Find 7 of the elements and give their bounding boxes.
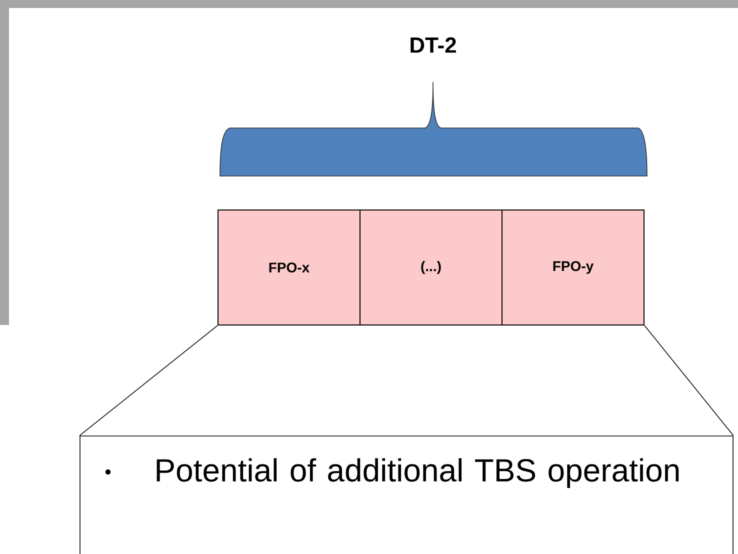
- segment-box: FPO-y: [502, 210, 644, 326]
- brace-label: DT-2: [410, 37, 456, 53]
- text-box: Potential of additional TBS operation: [80, 436, 734, 554]
- zoom-line: [644, 325, 734, 436]
- segment-box: (...): [360, 210, 502, 326]
- segment-box: FPO-x: [218, 210, 360, 326]
- zoom-line: [79, 325, 218, 436]
